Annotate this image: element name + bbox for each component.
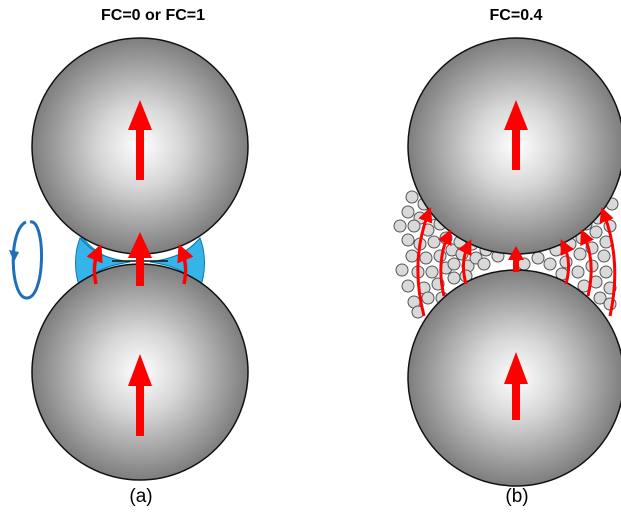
panel-b (393, 37, 621, 487)
curved-force-arrow (438, 229, 452, 297)
upward-force-arrow (128, 100, 152, 180)
upward-force-arrow (128, 232, 152, 286)
curved-force-arrow (560, 239, 575, 285)
curved-force-arrow (177, 243, 194, 285)
rotation-arrow-icon (9, 220, 44, 300)
panel-a (9, 37, 249, 481)
curved-force-arrow (457, 239, 472, 285)
curved-force-arrow (416, 206, 433, 317)
panel-a-caption: (a) (129, 486, 153, 507)
upward-force-arrow (504, 352, 528, 420)
upward-force-arrow (504, 100, 528, 170)
particle-cloud (393, 190, 505, 319)
curved-force-arrow (580, 229, 594, 297)
panel-b-caption: (b) (505, 486, 529, 507)
upward-force-arrow (128, 354, 152, 436)
upward-force-arrow (508, 246, 524, 272)
curved-force-arrow (599, 206, 617, 317)
panel-a-title: FC=0 or FC=1 (100, 7, 206, 24)
curved-force-arrow (86, 243, 103, 285)
panel-b-title: FC=0.4 (489, 7, 543, 24)
